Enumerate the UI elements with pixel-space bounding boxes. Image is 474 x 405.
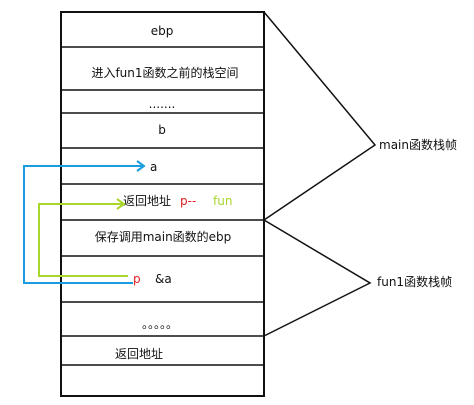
- main-frame-bracket: [263, 11, 377, 221]
- annotation-p-minus-minus: p--: [180, 194, 196, 208]
- cell-dots-text: 。。。。。: [142, 317, 178, 331]
- cell-ellipsis-text: .......: [149, 97, 176, 111]
- fun1-frame-label: fun1函数栈帧: [377, 274, 452, 289]
- cell-a-text: a: [150, 160, 157, 174]
- annotation-fun: fun: [213, 194, 232, 208]
- cell-dividers: [61, 46, 264, 366]
- cell-saved-main-ebp-text: 保存调用main函数的ebp: [95, 229, 232, 244]
- cell-pre-fun1-space-text: 进入fun1函数之前的栈空间: [91, 65, 238, 80]
- arrow-pointer-to-a: [23, 160, 146, 284]
- annotation-p: p: [133, 272, 141, 286]
- cell-return-address-2-text: 返回地址: [115, 347, 163, 361]
- cell-address-of-a-text: &a: [155, 272, 172, 286]
- fun1-frame-bracket: [263, 219, 372, 337]
- cell-return-address-text: 返回地址: [123, 194, 171, 208]
- main-frame-label: main函数栈帧: [379, 137, 457, 152]
- cell-ebp-text: ebp: [151, 24, 174, 38]
- arrow-p-to-return-address: [38, 198, 128, 277]
- cell-b-text: b: [158, 123, 166, 137]
